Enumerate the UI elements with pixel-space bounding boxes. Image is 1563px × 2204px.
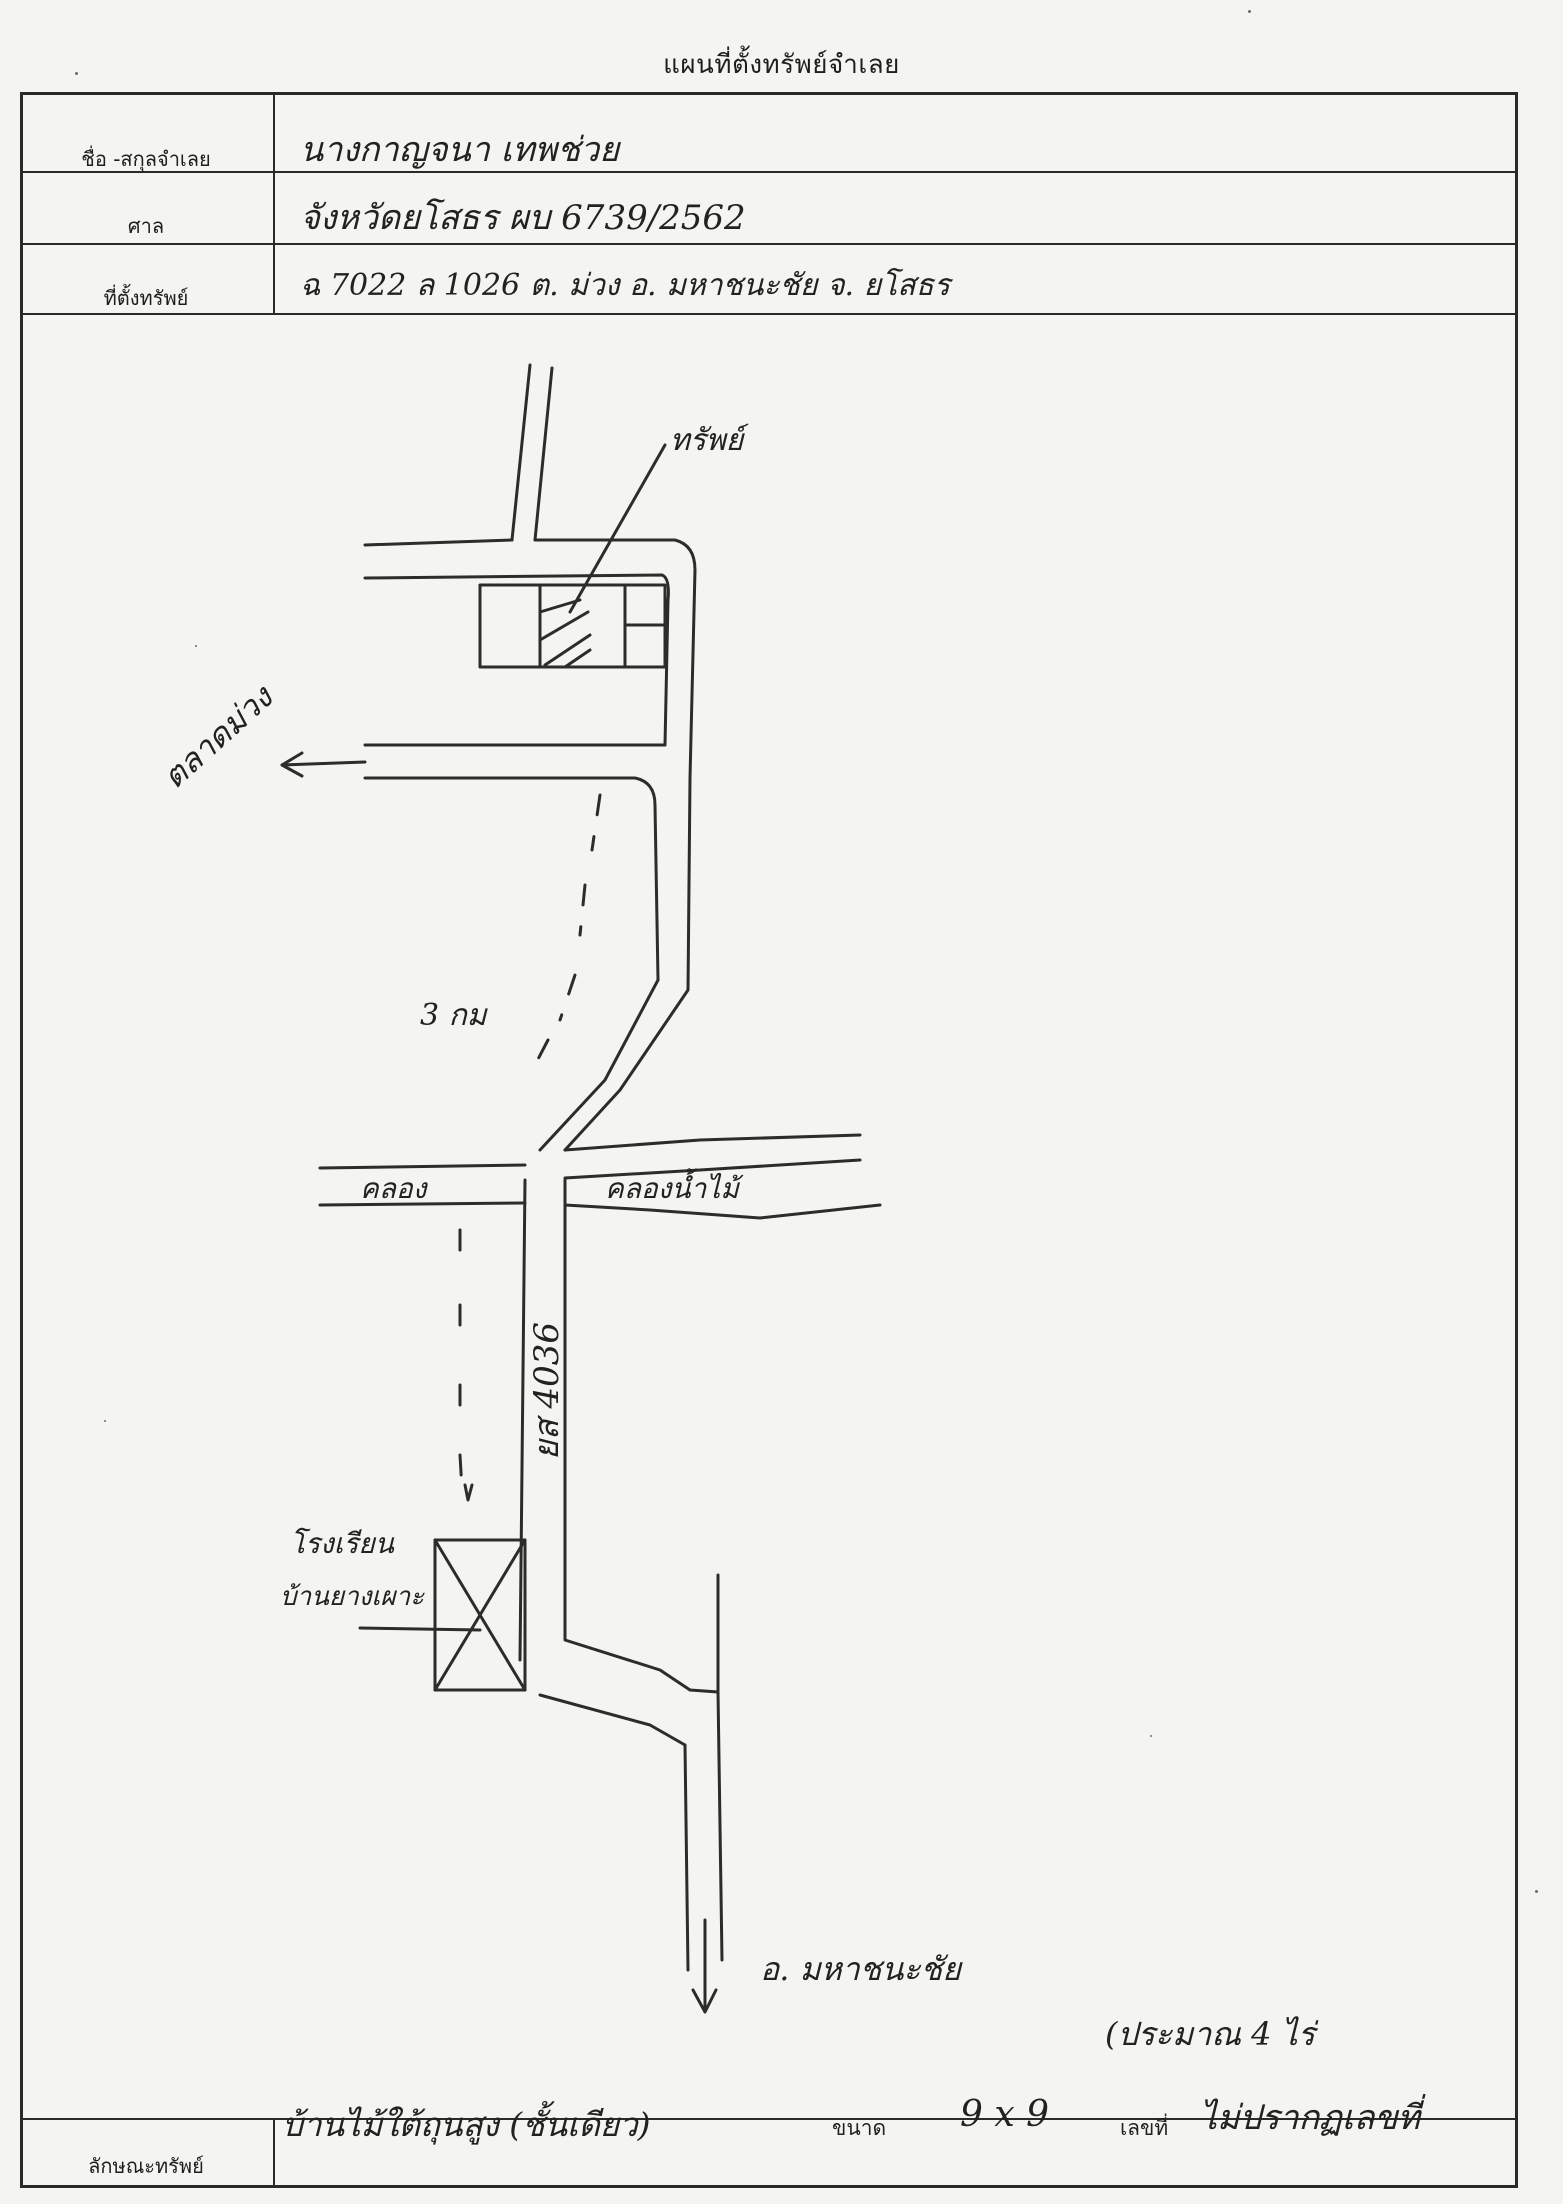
label-column-divider	[273, 2118, 275, 2185]
canal-edge	[318, 1163, 527, 1170]
south-road-edge	[683, 1743, 690, 1972]
to-muang-label: ตลาดม่วง	[155, 677, 282, 796]
school-tick	[463, 1483, 474, 1502]
market-arrowhead	[280, 751, 304, 778]
top-road-edge	[363, 573, 670, 747]
north-road-edge	[510, 363, 532, 542]
market-road-edge	[363, 776, 660, 982]
scan-speck	[1150, 1735, 1152, 1737]
row-divider	[23, 171, 1515, 173]
road-4036-edge	[518, 1178, 527, 1662]
road-4036-edge	[538, 1693, 687, 1747]
row-divider	[23, 2118, 1515, 2120]
location-label: ที่ตั้งทรัพย์	[103, 286, 189, 310]
scan-speck	[1248, 10, 1251, 13]
property-label: ลักษณะทรัพย์	[88, 2154, 204, 2178]
distance-label: 3 กม	[420, 998, 489, 1033]
scan-speck	[75, 72, 78, 75]
scan-speck	[1535, 1890, 1538, 1893]
dashed-route	[533, 793, 602, 1067]
school-cross	[433, 1538, 527, 1692]
size-value: 9 x 9	[960, 2094, 1049, 2135]
market-arrow	[280, 760, 367, 767]
location-value: ฉ 7022 ล 1026 ต. ม่วง อ. มหาชนะชัย จ. ยโ…	[300, 268, 951, 303]
dashed-route-left	[458, 1228, 464, 1492]
scan-speck	[104, 1420, 106, 1422]
area-note: (ประมาณ 4 ไร่	[1105, 2015, 1319, 2053]
south-arrow	[691, 1918, 718, 2014]
canal-edge	[563, 1158, 862, 1180]
property-leader	[568, 443, 667, 614]
canal-edge	[563, 1203, 882, 1220]
school-block	[433, 1538, 527, 1692]
top-road-edge	[363, 538, 514, 547]
property-hatch	[538, 598, 592, 669]
canal-edge	[318, 1201, 527, 1207]
road-4036-edge	[563, 1178, 692, 1692]
scan-speck	[195, 645, 197, 647]
defendant-value: นางกาญจนา เทพช่วย	[300, 130, 620, 170]
canal-right-label: คลองน้ำไม้	[605, 1168, 744, 1205]
to-district-label: อ. มหาชนะชัย	[760, 1950, 963, 1988]
canal-edge	[563, 1133, 862, 1152]
main-road-edge	[538, 978, 660, 1152]
road-number-label: ยส 4036	[527, 1322, 567, 1460]
south-road-edge	[716, 1690, 724, 1962]
school-leader	[358, 1626, 482, 1632]
main-road-edge	[563, 776, 692, 1152]
court-label: ศาล	[127, 214, 165, 238]
canal-left-label: คลอง	[360, 1172, 429, 1205]
size-label: ขนาด	[832, 2116, 887, 2140]
defendant-label: ชื่อ -สกุลจำเลย	[81, 147, 211, 171]
top-road-edge	[533, 538, 697, 780]
court-value: จังหวัดยโสธร ผบ 6739/2562	[300, 198, 746, 238]
plot-dividers	[538, 583, 667, 669]
school-label-line2: บ้านยางเผาะ	[280, 1582, 425, 1612]
label-column-divider	[273, 95, 275, 313]
form-frame	[20, 92, 1518, 2188]
property-value: บ้านไม้ใต้ถุนสูง (ชั้นเดียว)	[282, 2105, 651, 2144]
row-divider	[23, 313, 1515, 315]
document-title: แผนที่ตั้งทรัพย์จำเลย	[663, 50, 900, 80]
number-value: ไม่ปรากฏเลขที่	[1200, 2098, 1420, 2138]
number-label: เลขที่	[1120, 2116, 1169, 2140]
south-road-edge	[688, 1573, 720, 1694]
school-label-line1: โรงเรียน	[290, 1527, 395, 1560]
property-marker: ทรัพย์	[670, 423, 749, 458]
north-road-edge	[533, 366, 554, 542]
row-divider	[23, 243, 1515, 245]
